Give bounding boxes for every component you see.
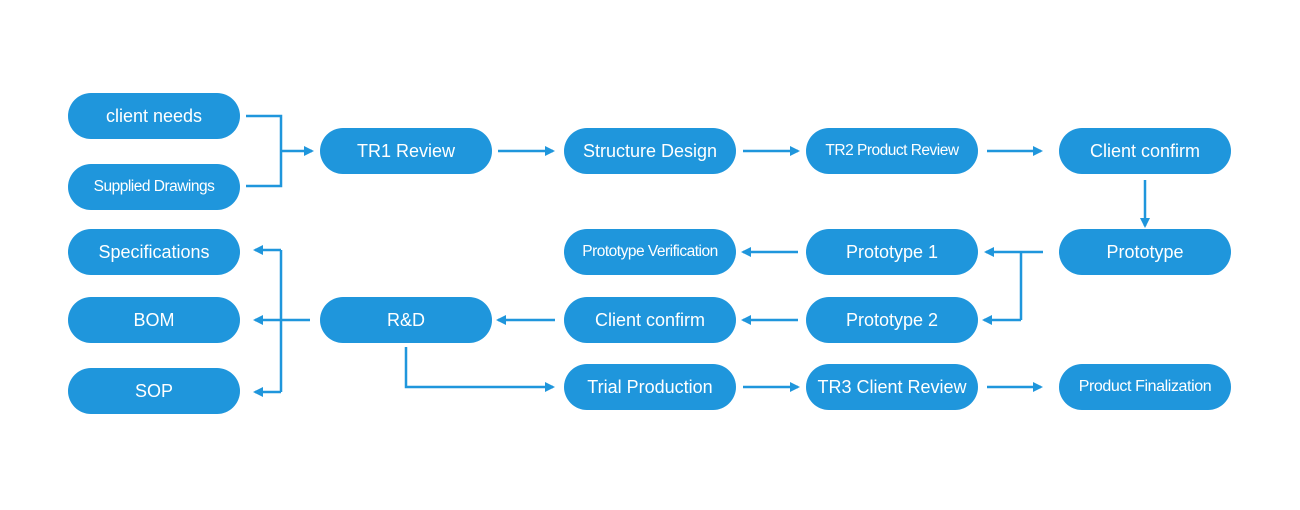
node-sop: SOP (68, 368, 240, 414)
node-supplied-drawings: Supplied Drawings (68, 164, 240, 210)
node-trial-production: Trial Production (564, 364, 736, 410)
node-prototype: Prototype (1059, 229, 1231, 275)
node-tr3-client-review: TR3 Client Review (806, 364, 978, 410)
node-prototype-verification: Prototype Verification (564, 229, 736, 275)
node-tr1-review: TR1 Review (320, 128, 492, 174)
node-product-finalization: Product Finalization (1059, 364, 1231, 410)
node-specifications: Specifications (68, 229, 240, 275)
node-client-confirm-top: Client confirm (1059, 128, 1231, 174)
node-tr2-product-review: TR2 Product Review (806, 128, 978, 174)
node-prototype-2: Prototype 2 (806, 297, 978, 343)
node-client-confirm-mid: Client confirm (564, 297, 736, 343)
node-structure-design: Structure Design (564, 128, 736, 174)
node-bom: BOM (68, 297, 240, 343)
node-rnd: R&D (320, 297, 492, 343)
node-prototype-1: Prototype 1 (806, 229, 978, 275)
connector-inputs-merge (246, 114, 283, 188)
node-client-needs: client needs (68, 93, 240, 139)
arrow-rnd-to-trial-production (404, 347, 555, 392)
